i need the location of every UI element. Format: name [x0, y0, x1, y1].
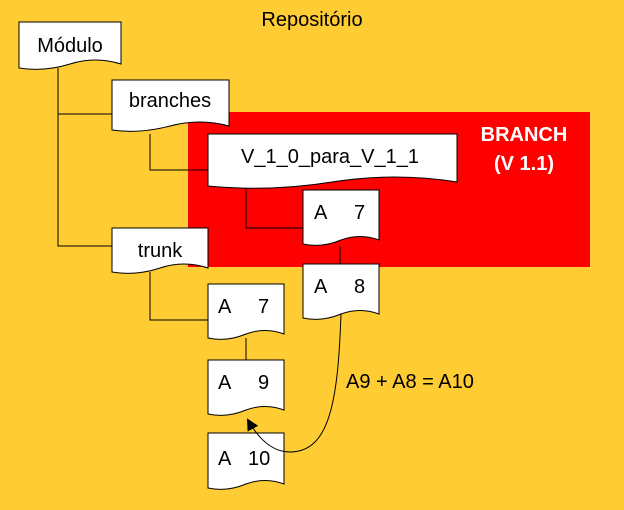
- merge-label: A9 + A8 = A10: [346, 371, 474, 393]
- node-branch-name-label: V_1_0_para_V_1_1: [241, 146, 419, 168]
- revision-number: 9: [258, 372, 269, 394]
- revision-letter: A: [314, 202, 328, 224]
- node-branch-name[interactable]: V_1_0_para_V_1_1: [207, 133, 458, 189]
- merge-arrow: [247, 313, 342, 453]
- revision-number: 8: [354, 276, 365, 298]
- connector-modulo-trunk: [57, 68, 112, 247]
- connector-branch-a7: [245, 188, 303, 229]
- connector-branches-branch: [149, 134, 208, 171]
- revision-trunk-a10[interactable]: A 10: [207, 432, 285, 490]
- revision-number: 10: [248, 448, 270, 470]
- revision-number: 7: [258, 296, 269, 318]
- revision-letter: A: [314, 276, 328, 298]
- revision-branch-a7[interactable]: A 7: [302, 189, 380, 246]
- revision-trunk-a7[interactable]: A 7: [207, 283, 285, 340]
- branch-area-version: (V 1.1): [494, 153, 554, 175]
- revision-letter: A: [218, 296, 232, 318]
- repository-title: Repositório: [261, 9, 362, 31]
- revision-letter: A: [218, 372, 232, 394]
- node-trunk-label: trunk: [138, 240, 183, 262]
- revision-trunk-a9[interactable]: A 9: [207, 359, 285, 416]
- revision-number: 7: [354, 202, 365, 224]
- revision-letter: A: [218, 448, 232, 470]
- node-trunk[interactable]: trunk: [111, 227, 209, 274]
- node-branches[interactable]: branches: [111, 79, 230, 132]
- connector-trunk-a7: [149, 272, 208, 321]
- connectors: [57, 68, 341, 360]
- node-modulo[interactable]: Módulo: [18, 21, 122, 70]
- revision-branch-a8[interactable]: A 8: [302, 263, 380, 320]
- branch-area-label: BRANCH: [481, 124, 568, 146]
- node-modulo-label: Módulo: [37, 35, 103, 57]
- node-branches-label: branches: [129, 90, 211, 112]
